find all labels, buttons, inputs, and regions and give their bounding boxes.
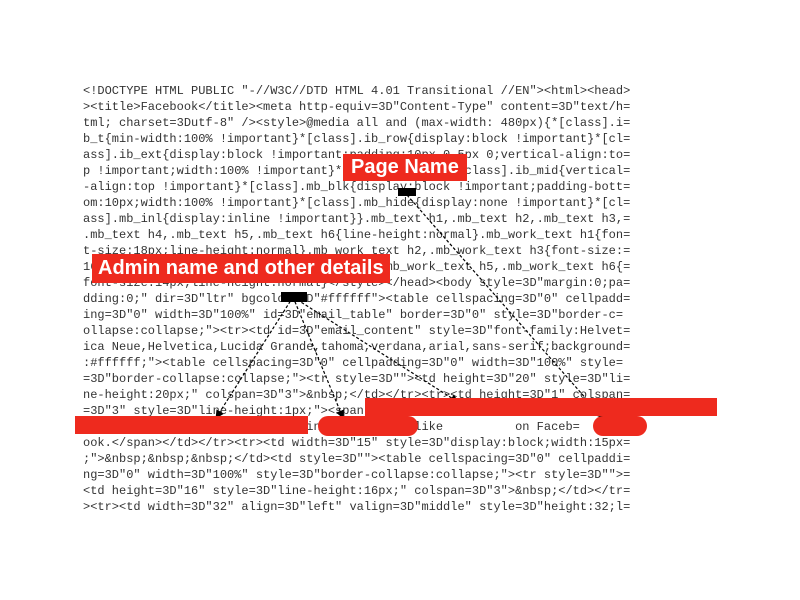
code-line: om:10px;width:100% !important}*[class].m… — [83, 196, 631, 210]
code-line: ing=3D"0" width=3D"100%" id=3D"email_tab… — [83, 308, 624, 322]
code-line: tml; charset=3Dutf-8" /><style>@media al… — [83, 116, 631, 130]
email-source-code: <!DOCTYPE HTML PUBLIC "-//W3C//DTD HTML … — [83, 83, 733, 515]
code-line: b_t{min-width:100% !important}*[class].i… — [83, 132, 631, 146]
redaction-admin-name — [75, 416, 308, 434]
code-line: :#ffffff;"><table cellspacing=3D"0" cell… — [83, 356, 624, 370]
code-line: ng=3D"0" width=3D"100%" style=3D"border-… — [83, 468, 631, 482]
code-line: ook.</span></td></tr><tr><td width=3D"15… — [83, 436, 631, 450]
code-line: -align:top !important}*[class].mb_blk{di… — [83, 180, 631, 194]
page-name-callout: Page Name — [343, 154, 467, 181]
code-line: ollapse:collapse;"><tr><td id=3D"email_c… — [83, 324, 631, 338]
code-line: <!DOCTYPE HTML PUBLIC "-//W3C//DTD HTML … — [83, 84, 631, 98]
code-line: ><title>Facebook</title><meta http-equiv… — [83, 100, 631, 114]
code-line: .mb_text h4,.mb_text h5,.mb_text h6{line… — [83, 228, 631, 242]
admin-details-callout: Admin name and other details — [92, 254, 390, 283]
admin-anchor-marker — [281, 292, 307, 302]
code-line: <td height=3D"16" style=3D"line-height:1… — [83, 484, 631, 498]
code-line: ica Neue,Helvetica,Lucida Grande,tahoma,… — [83, 340, 631, 354]
code-line: dding:0;" dir=3D"ltr" bgcolor=3D"#ffffff… — [83, 292, 631, 306]
redaction-span-style — [365, 398, 717, 416]
code-line: =3D"border-collapse:collapse;"><tr style… — [83, 372, 631, 386]
code-line: ><tr><td width=3D"32" align=3D"left" val… — [83, 500, 631, 514]
page-name-anchor-marker — [398, 188, 416, 196]
redaction-admin-detail — [318, 416, 418, 436]
code-line: ;">&nbsp;&nbsp;&nbsp;</td><td style=3D""… — [83, 452, 631, 466]
redaction-page-name — [593, 416, 647, 436]
code-line: ass].mb_inl{display:inline !important}}.… — [83, 212, 631, 226]
